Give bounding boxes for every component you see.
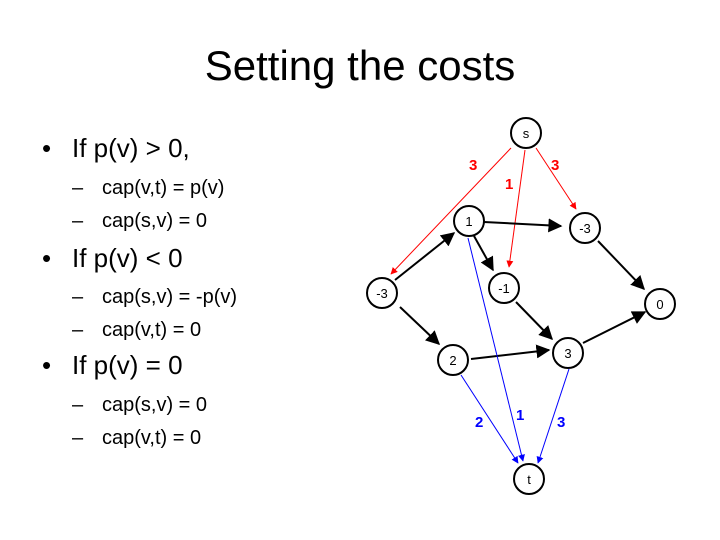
bullet-marker: •: [42, 243, 52, 273]
edge-nm1-to-n3: [515, 301, 553, 341]
edge-s-to-nm1: [506, 149, 526, 268]
node-label-minus3-left: -3: [376, 286, 388, 301]
sub-bullet-text: cap(s,v) = -p(v): [102, 286, 238, 308]
edge-n3-to-n0: [582, 311, 647, 344]
edge-n3-to-t: [536, 368, 570, 464]
edge-s-to-nm3b: [535, 147, 577, 210]
edge-s-to-nm3a: [390, 147, 512, 275]
sub-bullet-marker: –: [72, 286, 84, 308]
sub-bullet-marker: –: [72, 210, 84, 232]
node-label-minus1: -1: [498, 281, 510, 296]
node-0: 0: [644, 288, 676, 320]
node-1: 1: [453, 205, 485, 237]
node-minus3-left: -3: [366, 277, 398, 309]
bullet-text: If p(v) < 0: [72, 243, 183, 273]
sub-bullet-text: cap(v,t) = 0: [102, 319, 202, 341]
node-label-1: 1: [465, 214, 472, 229]
node-label-minus3-right: -3: [579, 221, 591, 236]
node-label-3: 3: [564, 346, 571, 361]
node-2: 2: [437, 344, 469, 376]
sub-bullet-text: cap(v,t) = p(v): [102, 177, 225, 199]
sub-bullet-marker: –: [72, 427, 84, 449]
bullet-marker: •: [42, 350, 52, 380]
edge-label-n2-to-t: 2: [475, 414, 483, 431]
sub-bullet-text: cap(s,v) = 0: [102, 394, 208, 416]
sub-bullet-text: cap(v,t) = 0: [102, 427, 202, 449]
edge-label-s-to-nm3a: 3: [469, 157, 477, 174]
node-label-0: 0: [656, 297, 663, 312]
sub-bullet-text: cap(s,v) = 0: [102, 210, 208, 232]
bullet-text: If p(v) = 0: [72, 350, 183, 380]
edge-n1-to-nm1: [473, 235, 494, 272]
edge-label-n1-to-t: 1: [516, 407, 524, 424]
sub-bullet-marker: –: [72, 319, 84, 341]
edge-n2-to-t: [460, 374, 519, 464]
node-3: 3: [552, 337, 584, 369]
node-label-2: 2: [449, 353, 456, 368]
node-label-t: t: [527, 472, 531, 487]
bullet-marker: •: [42, 133, 52, 163]
edge-nm3a-to-n2: [399, 306, 441, 345]
node-s: s: [510, 117, 542, 149]
node-t: t: [513, 463, 545, 495]
edge-n1-to-nm3b: [483, 218, 563, 233]
bullet-list: • If p(v) > 0, – cap(v,t) = p(v) – cap(s…: [42, 133, 238, 449]
edge-label-s-to-nm1: 1: [505, 176, 513, 193]
node-label-s: s: [523, 126, 530, 141]
bullet-text: If p(v) > 0,: [72, 133, 190, 163]
edge-n1-to-t: [467, 237, 525, 462]
slide-title: Setting the costs: [204, 42, 516, 89]
edge-nm3a-to-n1: [394, 232, 456, 281]
edge-label-s-to-nm3b: 3: [551, 157, 559, 174]
edge-label-n3-to-t: 3: [557, 414, 565, 431]
edge-n2-to-n3: [470, 344, 551, 360]
node-minus1: -1: [488, 272, 520, 304]
sub-bullet-marker: –: [72, 394, 84, 416]
node-minus3-right: -3: [569, 212, 601, 244]
edge-nm3b-to-n0: [597, 240, 645, 291]
sub-bullet-marker: –: [72, 177, 84, 199]
